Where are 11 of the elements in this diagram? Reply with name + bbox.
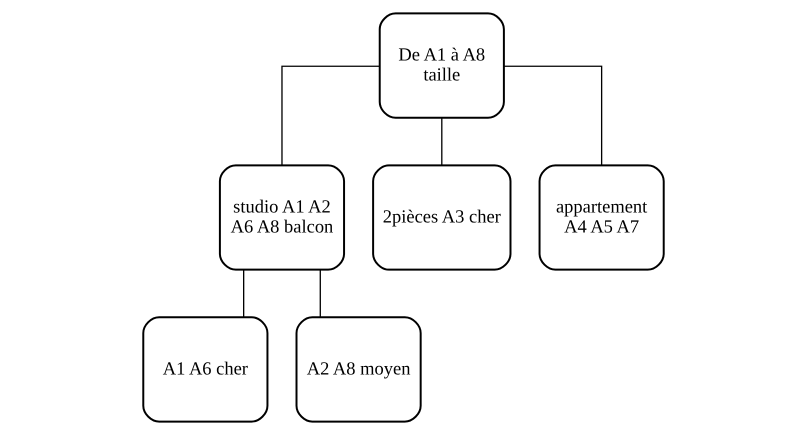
connector: [504, 66, 602, 166]
node-box: studio A1 A2 A6 A8 balcon: [218, 164, 345, 271]
connector: [319, 270, 320, 318]
connector: [280, 66, 380, 166]
connector: [440, 118, 442, 166]
node-box: De A1 à A8 taille: [378, 12, 504, 119]
connector: [242, 270, 244, 318]
node-box: appartement A4 A5 A7: [538, 164, 664, 271]
node-box: A2 A8 moyen: [295, 316, 422, 423]
node-box: 2pièces A3 cher: [372, 164, 511, 271]
node-box: A1 A6 cher: [142, 316, 268, 423]
